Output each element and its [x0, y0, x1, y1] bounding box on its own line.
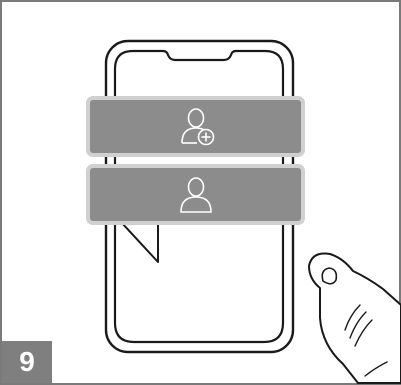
add-contact-bar [88, 98, 303, 155]
contact-bar [88, 166, 303, 223]
contact-bar-background [88, 166, 303, 223]
step-number-badge: 9 [2, 341, 52, 383]
